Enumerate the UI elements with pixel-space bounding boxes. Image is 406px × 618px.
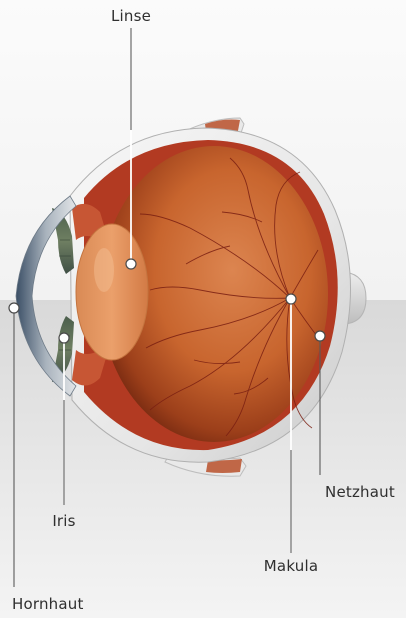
- pin-netzhaut: [315, 331, 325, 341]
- label-iris: Iris: [52, 512, 75, 530]
- label-hornhaut: Hornhaut: [12, 595, 84, 613]
- pin-hornhaut: [9, 303, 19, 313]
- pin-linse: [126, 259, 136, 269]
- label-makula: Makula: [264, 557, 318, 575]
- pin-makula: [286, 294, 296, 304]
- lens: [76, 224, 148, 360]
- pin-iris: [59, 333, 69, 343]
- label-linse: Linse: [111, 7, 151, 25]
- label-netzhaut: Netzhaut: [325, 483, 395, 501]
